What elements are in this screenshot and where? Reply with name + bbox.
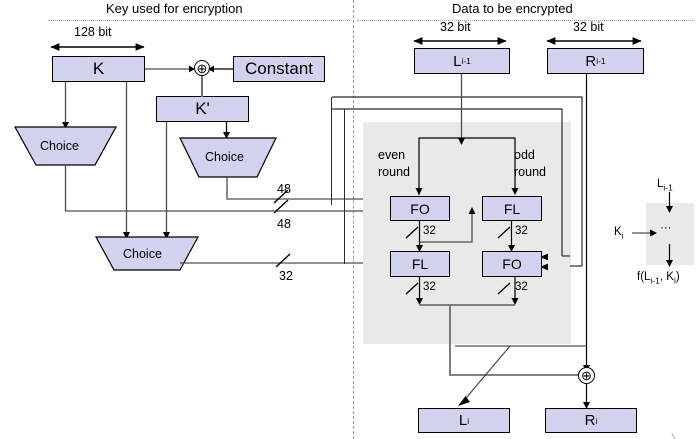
choice-3-label: Choice [123, 247, 162, 261]
title-divider-left [48, 20, 350, 21]
legend-key-sub: i [621, 230, 624, 241]
tick-32-r2-left [405, 282, 419, 295]
legend-input-sub: i-1 [663, 182, 673, 193]
label-left-32-bit: 32 bit [440, 20, 471, 34]
output-box-l-base: L [458, 412, 468, 429]
round-function-panel [363, 122, 571, 344]
label-right-32-bit: 32 bit [573, 20, 604, 34]
key-xor-gate: ⊕ [194, 60, 210, 76]
input-box-r-base: R [585, 52, 597, 70]
right-section-title: Data to be encrypted [452, 1, 573, 16]
bitwidth-r2-right: 32 [515, 281, 528, 293]
key-box-k[interactable]: K [52, 56, 145, 82]
legend-key-label: Ki [614, 226, 624, 240]
line-xor-to-ri [583, 384, 590, 409]
crossover-diagonal-to-li [458, 345, 511, 406]
legend-caption-sub2: i [673, 275, 676, 286]
choice-3-shape[interactable] [94, 236, 200, 271]
label-128-bit: 128 bit [74, 25, 112, 39]
kprime-box[interactable]: K' [156, 96, 249, 122]
bitwidth-r1-right: 32 [515, 225, 528, 237]
line-r-to-xor [583, 74, 590, 372]
legend-caption-sub1: i-1 [650, 275, 660, 286]
round-output-merge [416, 277, 519, 306]
legend-body-dots: ··· [660, 222, 672, 234]
feedback-arrowheads-fo2 [540, 253, 548, 271]
legend-key-base: K [614, 226, 622, 238]
dimension-arrow-left-32 [413, 37, 507, 45]
bitwidth-r1-left: 32 [423, 225, 436, 237]
legend-key-arrow [632, 229, 657, 237]
round2-right-box-fo[interactable]: FO [482, 251, 542, 277]
line-fo1-to-fl2 [416, 221, 423, 252]
input-box-l-base: L [453, 52, 462, 70]
line-fo1-branch-to-fl1 [419, 207, 476, 243]
line-r-crossover-to-li [455, 345, 586, 347]
choice-2-label: Choice [205, 150, 244, 164]
constant-box[interactable]: Constant [233, 56, 325, 82]
choice-1-label: Choice [40, 139, 79, 153]
left-section-title: Key used for encryption [106, 1, 243, 16]
choice-2-shape[interactable] [179, 137, 277, 178]
line-fl1-to-fo2 [508, 221, 515, 252]
section-divider [353, 0, 354, 439]
round1-left-box-fo[interactable]: FO [390, 196, 450, 221]
round2-left-box-fl[interactable]: FL [390, 251, 450, 277]
legend-input-label: Li-1 [657, 178, 673, 192]
input-box-l-sub: i-1 [461, 56, 471, 66]
legend-caption-mid: , K [659, 271, 674, 283]
bus-slash-32-bottom [275, 253, 291, 268]
line-k-to-xor [145, 65, 195, 73]
input-box-r-sub: i-1 [596, 56, 606, 66]
line-k-to-choice1 [62, 82, 69, 129]
bitwidth-r2-left: 32 [423, 281, 436, 293]
line-k-to-choice3 [123, 82, 130, 239]
odd-round-label-line2: round [514, 165, 546, 179]
line-kprime-to-choice2 [223, 122, 230, 139]
tick-32-r1-right [497, 226, 511, 239]
legend-input-arrow [666, 192, 673, 213]
output-box-r-base: R [584, 412, 596, 429]
choice-1-shape[interactable] [13, 126, 118, 166]
bus-label-48-second: 48 [277, 217, 291, 231]
bus-label-48-top: 48 [277, 182, 291, 196]
feedback-left-vertical-2 [344, 109, 345, 264]
odd-round-label-line1: odd [514, 148, 535, 162]
round1-right-box-fl[interactable]: FL [482, 196, 542, 221]
output-box-r-sub: i [595, 415, 598, 426]
corner-watermark [671, 432, 677, 439]
title-divider-right [357, 20, 693, 21]
tick-32-r2-right [497, 282, 511, 295]
legend-caption-suffix: ) [675, 271, 680, 283]
line-l-to-splitter [458, 74, 465, 145]
line-constant-to-xor [208, 65, 233, 73]
legend-output-arrow [666, 244, 673, 267]
output-box-l-sub: i [467, 415, 470, 426]
tick-32-r1-left [405, 226, 419, 239]
line-xor-to-kprime [201, 76, 203, 97]
legend-input-base: L [657, 178, 664, 190]
line-kprime-to-choice3 [163, 122, 170, 239]
even-round-label-line1: even [378, 148, 406, 162]
legend-caption: f(Li-1, Ki) [637, 271, 680, 285]
legend-caption-prefix: f(L [637, 271, 651, 283]
data-xor-gate: ⊕ [578, 367, 595, 384]
bus-slash-48-second [273, 199, 289, 214]
feedback-left-vertical-1 [331, 97, 332, 205]
feedback-routing-lines [332, 96, 583, 267]
even-round-label-line2: round [378, 165, 410, 179]
bus-slash-48-top [273, 189, 289, 204]
dimension-arrow-128 [50, 43, 145, 51]
dimension-arrow-right-32 [546, 37, 642, 45]
bus-label-32-bottom: 32 [279, 269, 293, 283]
round-splitter [415, 137, 519, 195]
